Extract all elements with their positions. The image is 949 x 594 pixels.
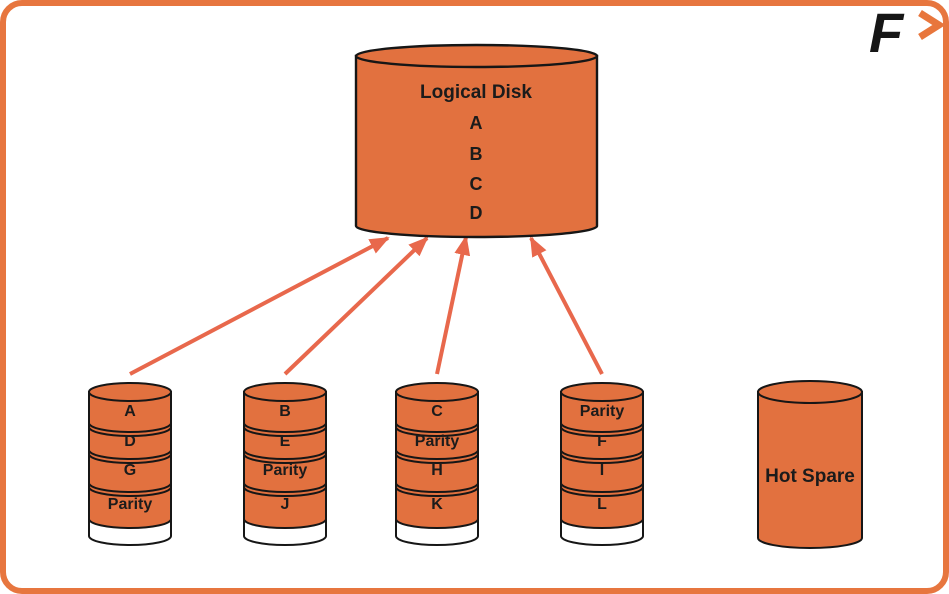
disk1-top [88,382,172,402]
logo-chevron-icon [918,10,943,40]
logical-block-a: A [470,113,483,133]
logical-block-c: C [470,174,483,194]
disk4-divider-2 [560,449,644,464]
disk4-block-2: F [597,433,607,450]
disk3-divider-1 [395,422,479,437]
data-flow-arrows [129,235,604,376]
disk-stack-4: Parity F I L [560,382,644,546]
disk4-block-1: Parity [580,403,625,420]
hot-spare-cylinder: Hot Spare [757,380,863,549]
logical-disk-title: Logical Disk [420,82,532,103]
arrow-disk2-to-logical-icon [283,236,429,376]
disk2-divider-3 [243,482,327,497]
logo: F [869,1,943,64]
disk3-block-1: C [431,403,443,420]
disk1-block-1: A [124,403,136,420]
disk3-top [395,382,479,402]
arrow-disk3-to-logical-icon [435,235,471,375]
disk1-divider-3 [88,482,172,497]
disk2-block-1: B [279,403,291,420]
disk-stack-2: B E Parity J [243,382,327,546]
logical-block-b: B [470,144,483,164]
disk3-block-2: Parity [415,433,460,450]
hot-spare-top [757,380,863,404]
disk1-block-2: D [124,433,136,450]
disk1-divider-2 [88,449,172,464]
disk4-divider-3 [560,482,644,497]
disk4-top [560,382,644,402]
disk3-divider-2 [395,449,479,464]
disk4-block-3: I [600,462,604,479]
disk1-block-3: G [124,462,136,479]
logical-disk-top [354,43,599,69]
disk2-divider-2 [243,449,327,464]
disk2-block-3: Parity [263,462,308,479]
logical-block-d: D [470,203,483,223]
logo-f-icon: F [869,1,905,64]
disk2-block-4: J [281,496,290,513]
disk1-divider-1 [88,422,172,437]
disk3-divider-3 [395,482,479,497]
arrow-disk4-to-logical-icon [529,236,604,375]
disk2-divider-1 [243,422,327,437]
disk3-block-3: H [431,462,443,479]
disk2-block-2: E [280,433,291,450]
disk1-block-4: Parity [108,496,153,513]
logical-disk-body [354,54,599,239]
hot-spare-body [757,391,863,549]
disk2-top [243,382,327,402]
disk4-divider-1 [560,422,644,437]
arrow-disk1-to-logical-icon [129,236,390,376]
hot-spare-label: Hot Spare [765,466,855,487]
disk3-block-4: K [431,496,443,513]
disk-stack-1: A D G Parity [88,382,172,546]
disk-stack-3: C Parity H K [395,382,479,546]
logical-disk-cylinder: Logical Disk A B C D [354,43,599,239]
disk4-block-4: L [597,496,607,513]
